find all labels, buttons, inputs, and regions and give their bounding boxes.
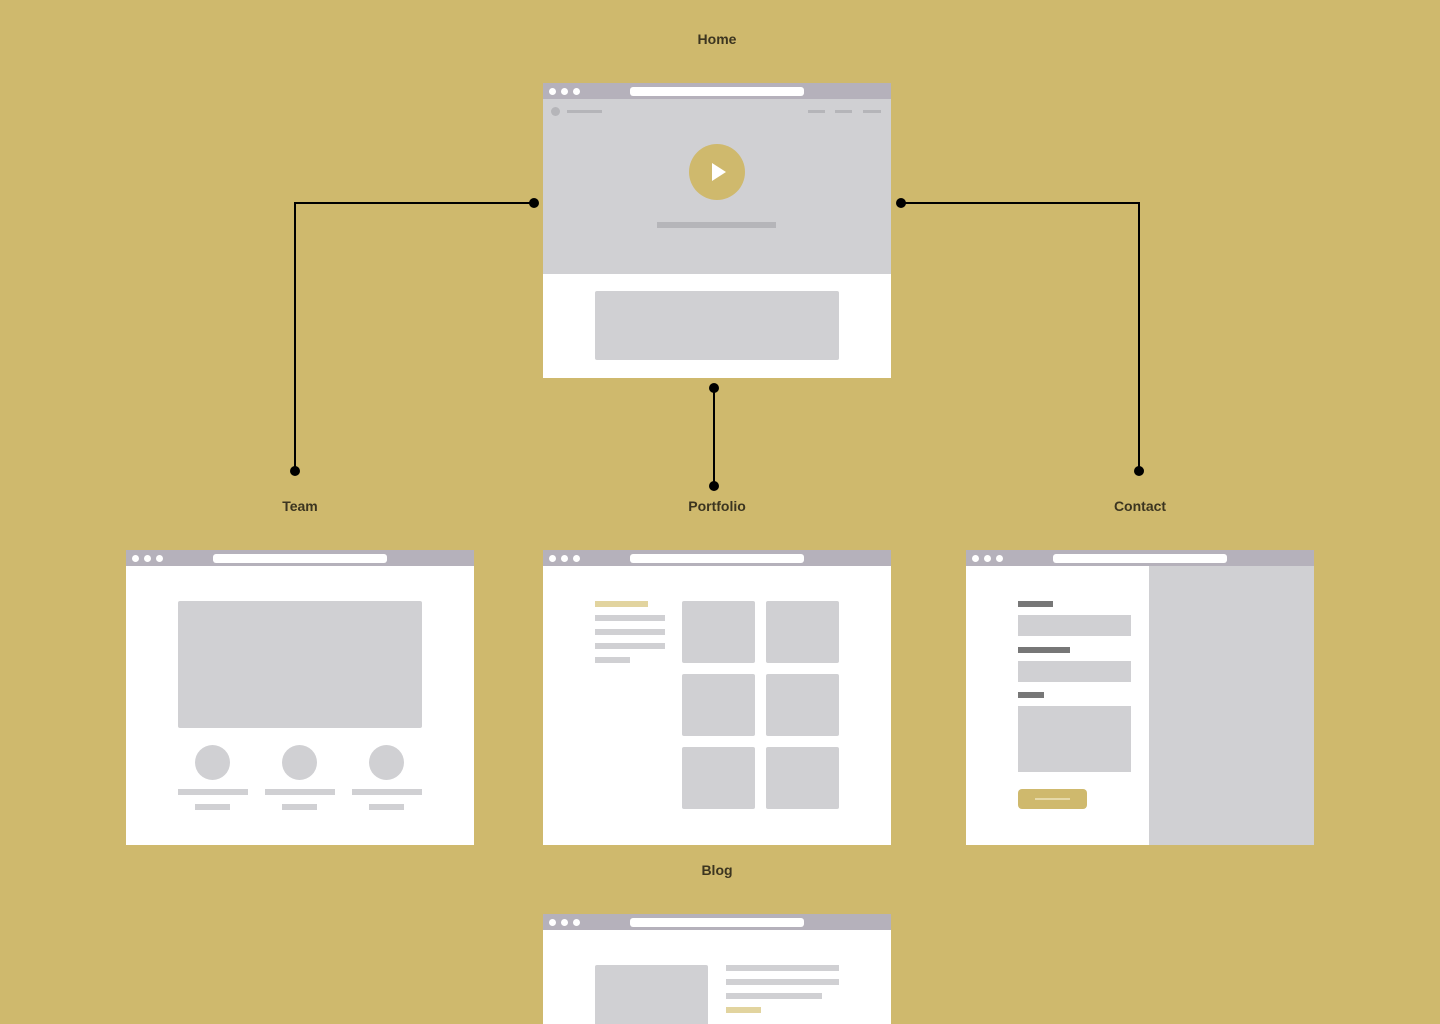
window-dot (156, 555, 163, 562)
connector-node (529, 198, 539, 208)
connector-node (709, 383, 719, 393)
window-dot (561, 88, 568, 95)
member-name-placeholder (178, 789, 248, 795)
window-dot (549, 88, 556, 95)
url-bar (1053, 554, 1227, 563)
window-dot (573, 555, 580, 562)
browser-titlebar (543, 914, 891, 930)
nav-item-placeholder (808, 110, 825, 113)
play-button[interactable] (689, 144, 745, 200)
content-block (595, 291, 839, 360)
form-input-placeholder (1018, 615, 1131, 636)
hero-caption-placeholder (657, 222, 776, 228)
blog-text-line-placeholder (726, 979, 839, 985)
field-label-placeholder (1018, 692, 1044, 698)
member-avatar (369, 745, 404, 780)
connector-home-team (294, 202, 534, 471)
portfolio-tile (682, 747, 755, 809)
home-wireframe (543, 83, 891, 378)
url-bar (630, 918, 804, 927)
member-name-placeholder (265, 789, 335, 795)
text-line-placeholder (595, 643, 665, 649)
field-label-placeholder (1018, 601, 1053, 607)
text-line-placeholder (595, 615, 665, 621)
member-role-placeholder (282, 804, 317, 810)
portfolio-label: Portfolio (688, 498, 746, 514)
nav-item-placeholder (863, 110, 881, 113)
window-dot (573, 919, 580, 926)
brand-placeholder (567, 110, 602, 113)
connector-node (1134, 466, 1144, 476)
nav-item-placeholder (835, 110, 852, 113)
blog-read-more-placeholder (726, 1007, 761, 1013)
url-bar (213, 554, 387, 563)
team-wireframe (126, 550, 474, 845)
button-text-placeholder (1035, 798, 1070, 800)
form-input-placeholder (1018, 661, 1131, 682)
blog-text-line-placeholder (726, 965, 839, 971)
connector-node (709, 481, 719, 491)
submit-button-placeholder (1018, 789, 1087, 809)
portfolio-tile (766, 601, 839, 663)
team-label: Team (282, 498, 318, 514)
member-avatar (195, 745, 230, 780)
contact-wireframe (966, 550, 1314, 845)
blog-post-image (595, 965, 708, 1024)
window-dot (561, 555, 568, 562)
browser-titlebar (126, 550, 474, 566)
window-dot (549, 555, 556, 562)
browser-titlebar (543, 83, 891, 99)
window-dot (561, 919, 568, 926)
browser-titlebar (543, 550, 891, 566)
contact-map-panel (1149, 566, 1314, 845)
blog-text-line-placeholder (726, 993, 822, 999)
portfolio-heading-placeholder (595, 601, 648, 607)
window-dot (573, 88, 580, 95)
field-label-placeholder (1018, 647, 1070, 653)
play-icon (712, 163, 726, 181)
logo-placeholder (551, 107, 560, 116)
portfolio-wireframe (543, 550, 891, 845)
member-avatar (282, 745, 317, 780)
window-dot (144, 555, 151, 562)
team-hero-image (178, 601, 422, 728)
url-bar (630, 87, 804, 96)
blog-wireframe (543, 914, 891, 1024)
connector-node (896, 198, 906, 208)
portfolio-tile (682, 674, 755, 736)
portfolio-tile (682, 601, 755, 663)
text-line-placeholder (595, 657, 630, 663)
window-dot (972, 555, 979, 562)
url-bar (630, 554, 804, 563)
contact-label: Contact (1113, 498, 1167, 514)
home-label: Home (697, 31, 737, 47)
connector-home-contact (901, 202, 1140, 471)
form-textarea-placeholder (1018, 706, 1131, 772)
blog-label: Blog (701, 862, 733, 878)
member-role-placeholder (369, 804, 404, 810)
member-name-placeholder (352, 789, 422, 795)
window-dot (132, 555, 139, 562)
portfolio-tile (766, 747, 839, 809)
connector-node (290, 466, 300, 476)
window-dot (549, 919, 556, 926)
text-line-placeholder (595, 629, 665, 635)
browser-titlebar (966, 550, 1314, 566)
window-dot (996, 555, 1003, 562)
window-dot (984, 555, 991, 562)
member-role-placeholder (195, 804, 230, 810)
portfolio-tile (766, 674, 839, 736)
